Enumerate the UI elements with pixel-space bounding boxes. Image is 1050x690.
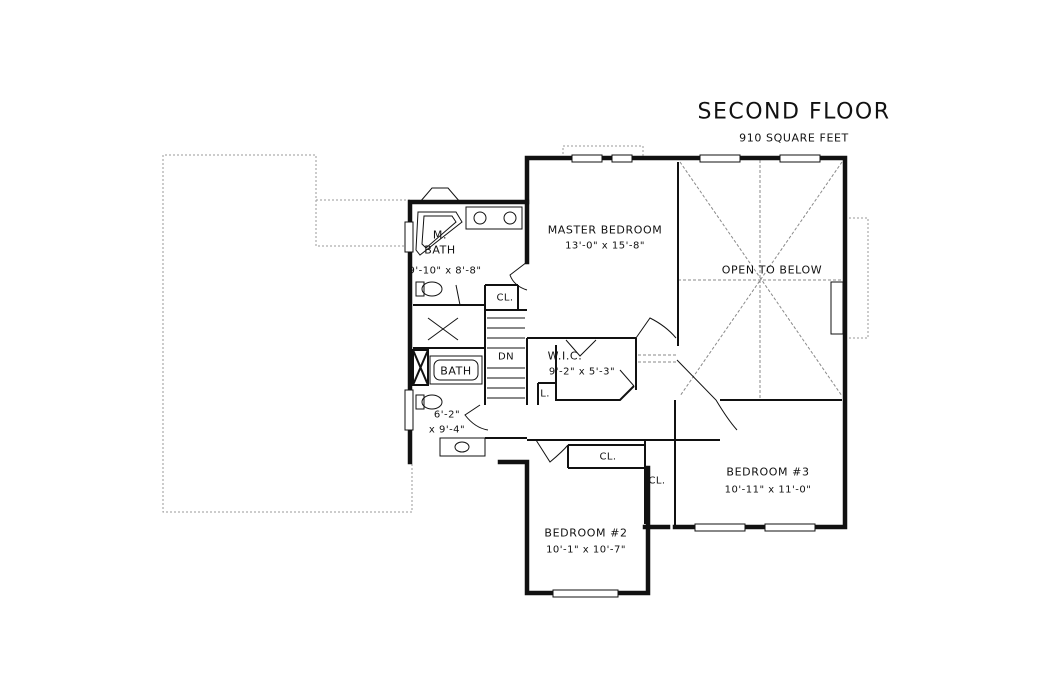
stair-label: DN — [498, 351, 514, 363]
plan-area: 910 SQUARE FEET — [739, 131, 849, 145]
bath-label: BATH — [440, 364, 472, 378]
closet-master-label: CL. — [496, 292, 514, 304]
master-bath-label-line2: BATH — [424, 243, 456, 257]
linen-label: L. — [540, 388, 550, 400]
lower-floor-outline — [162, 145, 869, 513]
open-to-below-label: OPEN TO BELOW — [721, 263, 823, 277]
door-swings — [455, 261, 738, 463]
closet-bed2-label: CL. — [599, 451, 617, 463]
bath-fixtures — [415, 187, 523, 457]
stair-treads — [487, 317, 525, 399]
plan-title: SECOND FLOOR — [697, 99, 891, 125]
bath-dims-line1: 6'-2" — [433, 409, 461, 421]
bath-dims-line2: x 9'-4" — [428, 424, 466, 436]
bedroom-3-dims: 10'-11" x 11'-0" — [724, 484, 812, 496]
bedroom-2-label: BEDROOM #2 — [544, 526, 628, 540]
interior-walls — [412, 162, 842, 527]
bedroom-2-dims: 10'-1" x 10'-7" — [546, 544, 626, 556]
wic-label: W.I.C. — [547, 349, 583, 363]
master-bath-label-line1: M. — [432, 228, 448, 242]
master-bedroom-dims: 13'-0" x 15'-8" — [565, 240, 645, 252]
wic-dims: 9'-2" x 5'-3" — [548, 366, 616, 378]
master-bath-dims: 9'-10" x 8'-8" — [408, 265, 482, 277]
master-bedroom-label: MASTER BEDROOM — [547, 223, 663, 237]
windows — [404, 154, 844, 598]
bedroom-3-label: BEDROOM #3 — [726, 465, 810, 479]
open-to-below-lines — [638, 160, 843, 398]
closet-bed3-label: CL. — [648, 475, 666, 487]
